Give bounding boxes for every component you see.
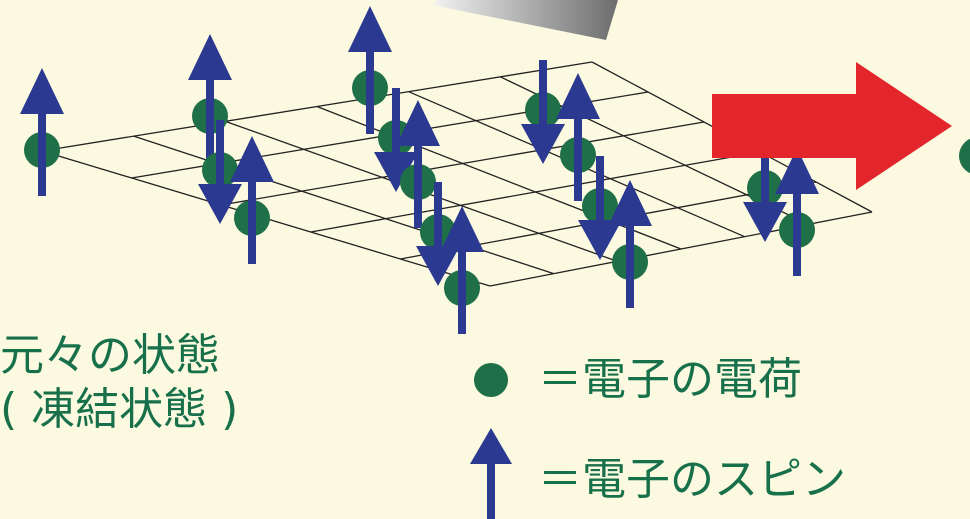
spin-up-arrow xyxy=(440,206,484,334)
spin-down-arrow xyxy=(374,88,418,192)
spin-up-arrow xyxy=(348,6,392,134)
electron xyxy=(521,60,565,164)
electron xyxy=(578,156,622,260)
electron xyxy=(556,73,600,201)
spin-up-arrow xyxy=(608,180,652,308)
legend-charge-icon xyxy=(474,363,508,397)
electron xyxy=(775,148,819,276)
grid-line xyxy=(133,135,554,275)
spin-up-arrow xyxy=(20,68,64,196)
original-state-label: 元々の状態 xyxy=(0,330,220,381)
electron xyxy=(188,34,232,162)
electron xyxy=(198,120,242,224)
transition-arrow xyxy=(712,62,952,190)
spin-down-arrow xyxy=(198,120,242,224)
electron xyxy=(230,136,274,264)
electron xyxy=(348,6,392,134)
frozen-state-label: ( 凍結状態 ) xyxy=(0,384,239,435)
electron xyxy=(608,180,652,308)
spin-up-arrow xyxy=(775,148,819,276)
spin-down-arrow xyxy=(578,156,622,260)
legend-spin-icon xyxy=(470,428,512,519)
spin-up-arrow xyxy=(188,34,232,162)
incident-beam xyxy=(432,0,618,40)
electron xyxy=(396,100,440,228)
spin-up-arrow xyxy=(230,136,274,264)
spin-down-arrow xyxy=(416,182,460,286)
spin-up-arrow xyxy=(556,73,600,201)
spin-up-arrow xyxy=(396,100,440,228)
spin-down-arrow xyxy=(521,60,565,164)
electron-layer xyxy=(20,6,819,334)
electron xyxy=(20,68,64,196)
partial-electron-charge-dot xyxy=(959,138,970,174)
legend-spin-text: ＝電子のスピン xyxy=(538,454,846,505)
legend-charge-text: ＝電子の電荷 xyxy=(538,354,802,405)
electron xyxy=(440,206,484,334)
